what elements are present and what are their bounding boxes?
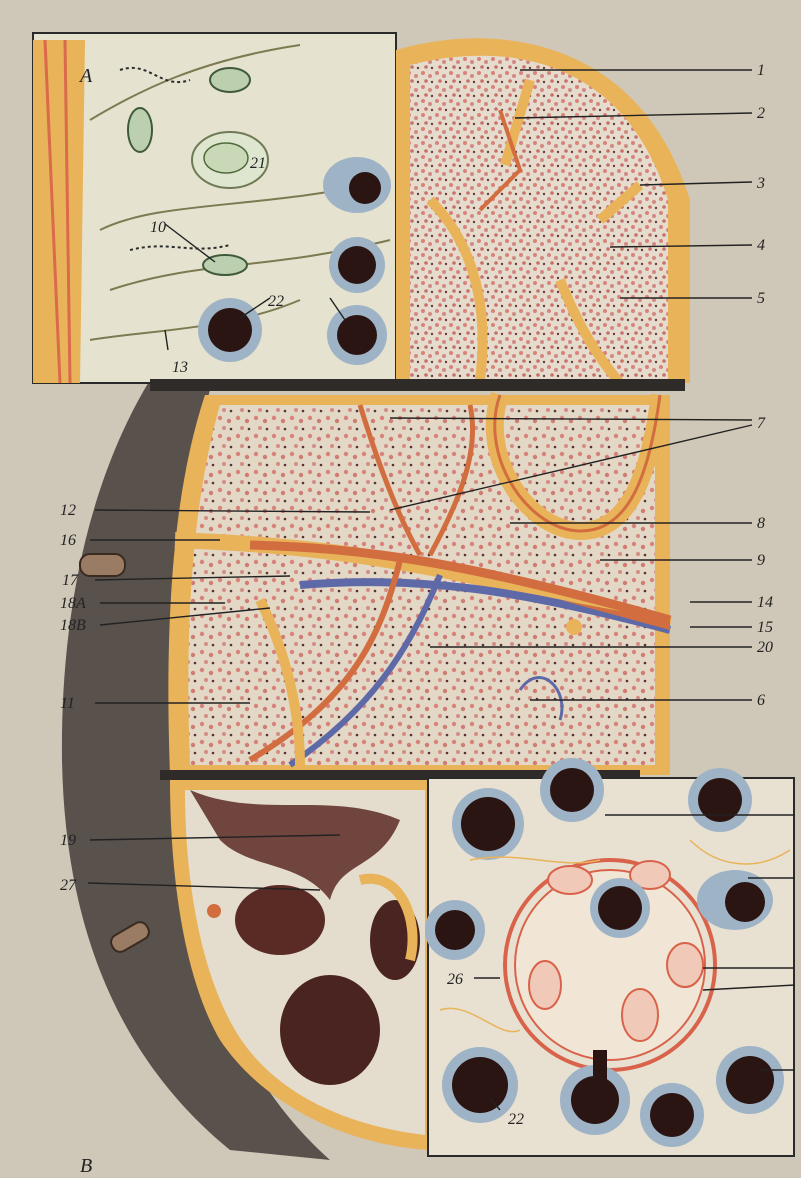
free-cell	[442, 1047, 518, 1123]
label-13: 13	[172, 359, 188, 376]
label-10: 10	[150, 219, 166, 236]
label-22-panel-b: 22	[508, 1111, 524, 1128]
label-20: 20	[757, 639, 773, 656]
label-5: 5	[757, 290, 765, 307]
label-3: 3	[756, 175, 765, 192]
free-cell	[716, 1046, 784, 1114]
free-cell	[697, 870, 773, 930]
free-cell	[327, 305, 387, 365]
free-cell	[540, 758, 604, 822]
label-6: 6	[757, 692, 765, 709]
label-16: 16	[60, 532, 76, 549]
label-8: 8	[757, 515, 765, 532]
section-divider-top	[150, 379, 685, 391]
free-cell	[198, 298, 262, 362]
label-19: 19	[60, 832, 76, 849]
label-4: 4	[757, 237, 765, 254]
label-17: 17	[62, 572, 79, 589]
free-cell	[640, 1083, 704, 1147]
label-9: 9	[757, 552, 765, 569]
label-2: 2	[757, 105, 765, 122]
label-14: 14	[757, 594, 773, 611]
panel-letter-b: B	[80, 1155, 92, 1177]
panel-b-detail	[425, 758, 794, 1156]
label-27: 27	[60, 877, 77, 894]
free-cell	[323, 157, 391, 213]
free-cell	[688, 768, 752, 832]
label-18b: 18B	[60, 617, 86, 634]
label-26: 26	[447, 971, 463, 988]
panel-letter-a: A	[78, 65, 93, 87]
label-11: 11	[60, 695, 75, 712]
label-7: 7	[757, 415, 766, 432]
free-cell	[425, 900, 485, 960]
label-15: 15	[757, 619, 773, 636]
free-cell	[452, 788, 524, 860]
label-12: 12	[60, 502, 76, 519]
label-18a: 18A	[60, 595, 86, 612]
label-1: 1	[757, 62, 765, 79]
label-22-panel-a: 22	[268, 293, 284, 310]
free-cell	[329, 237, 385, 293]
label-21: 21	[250, 155, 266, 172]
